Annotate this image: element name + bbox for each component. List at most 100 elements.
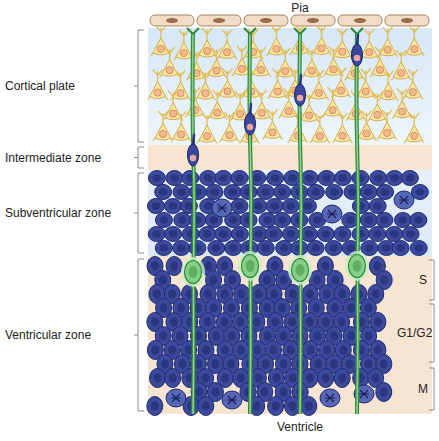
cell-body	[182, 227, 199, 242]
cell-nucleus	[253, 174, 262, 182]
leading-process	[193, 135, 194, 145]
pyramidal-neuron	[171, 111, 191, 141]
neuron-nucleus	[383, 129, 390, 136]
pia-cell	[150, 15, 194, 26]
progenitor-cell	[360, 213, 377, 228]
progenitor-cell	[165, 227, 182, 242]
zone-bracket	[134, 173, 144, 253]
pyramidal-neuron	[187, 50, 207, 80]
cell-nucleus	[373, 202, 382, 210]
leading-process	[357, 35, 358, 45]
progenitor-cell	[225, 241, 242, 256]
neuron-nucleus	[376, 66, 383, 73]
cell-body	[394, 191, 414, 209]
neuron-soma	[358, 123, 374, 140]
neuron-dendrite	[207, 48, 227, 78]
cell-body	[274, 213, 291, 228]
progenitor-cell	[360, 185, 377, 200]
progenitor-cell	[410, 241, 427, 256]
progenitor-cell	[215, 171, 232, 186]
cell-nucleus	[195, 331, 203, 341]
cell-body	[325, 241, 342, 256]
progenitor-cell	[165, 369, 181, 388]
pyramidal-neuron	[195, 70, 215, 100]
cell-nucleus	[330, 188, 339, 196]
progenitor-cell	[257, 185, 274, 200]
pyramidal-neuron	[377, 110, 397, 140]
label-slot: Subventricular zone	[5, 206, 111, 220]
cell-nucleus	[170, 261, 178, 271]
migrating-neuron	[188, 135, 199, 166]
progenitor-cell	[307, 185, 324, 200]
cell-nucleus	[339, 345, 347, 355]
radial-glia-soma-glow	[238, 251, 262, 281]
cell-nucleus	[202, 345, 210, 355]
cell-body	[326, 185, 343, 200]
cell-body	[182, 171, 199, 186]
progenitor-cell	[266, 199, 283, 214]
cell-nucleus	[380, 359, 388, 369]
progenitor-cell	[189, 241, 206, 256]
cell-nucleus	[271, 174, 280, 182]
glial-endfoot	[351, 28, 363, 34]
label-slot: Ventricular zone	[5, 328, 91, 342]
neuron-nucleus	[273, 45, 280, 52]
cell-nucleus	[178, 216, 187, 224]
cell-body	[148, 227, 165, 242]
neuron-nucleus	[159, 130, 166, 137]
neuron-dendrite	[219, 112, 239, 142]
zone-backgrounds	[148, 28, 432, 414]
radial-glia-fiber-core	[193, 32, 195, 414]
zone-brackets	[134, 30, 434, 411]
cell-body	[320, 389, 340, 407]
neuron-dendrite	[243, 29, 263, 59]
pyramidal-neuron	[332, 113, 352, 143]
cell-nucleus	[151, 261, 159, 271]
progenitor-cell	[410, 213, 427, 228]
progenitor-cell	[307, 241, 324, 256]
progenitor-cell	[353, 369, 369, 388]
progenitor-cell	[326, 185, 343, 200]
radial-glia	[181, 28, 369, 414]
cell-body	[257, 241, 274, 256]
cell-nucleus	[272, 373, 280, 383]
glial-endfoot	[244, 28, 256, 34]
pia-cell	[244, 15, 288, 26]
radial-glia-soma-glow	[181, 257, 205, 287]
cell-body	[189, 213, 206, 228]
cell-nucleus	[219, 230, 228, 238]
chromosomes	[359, 390, 369, 398]
pyramidal-neuron	[404, 26, 424, 56]
neuron-soma	[380, 39, 396, 56]
cell-nucleus	[227, 359, 235, 369]
cell-body	[392, 241, 409, 256]
pia-nucleus	[401, 18, 413, 23]
cell-nucleus	[289, 373, 297, 383]
subventricular-zone-band	[148, 170, 432, 256]
neuron-soma	[311, 82, 327, 99]
neuron-soma	[268, 38, 284, 55]
progenitor-cell	[257, 241, 274, 256]
cell-nucleus	[364, 188, 373, 196]
neuron-nucleus	[316, 133, 323, 140]
cell-nucleus	[323, 345, 331, 355]
ventricular-zone-band	[148, 256, 432, 414]
cell-nucleus	[322, 317, 330, 327]
cell-nucleus	[364, 303, 372, 313]
cell-cycle-phase: S	[419, 273, 427, 287]
neuron-soma	[313, 37, 329, 54]
cell-body	[166, 389, 186, 407]
cell-nucleus	[261, 188, 270, 196]
cell-nucleus	[380, 216, 389, 224]
cell-nucleus	[151, 345, 159, 355]
progenitor-cell	[199, 227, 216, 242]
cell-nucleus	[262, 359, 270, 369]
cell-body	[189, 241, 206, 256]
neuron-dendrite	[252, 90, 272, 120]
migrating-nucleus	[247, 124, 253, 130]
cell-body	[148, 171, 165, 186]
cell-nucleus	[270, 202, 279, 210]
cell-body	[231, 199, 248, 214]
neuron-dendrite	[367, 92, 387, 122]
neuron-nucleus	[337, 87, 344, 94]
